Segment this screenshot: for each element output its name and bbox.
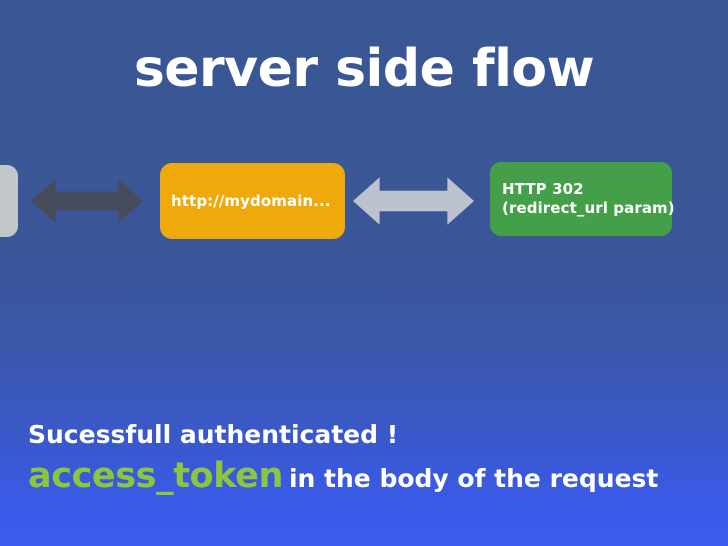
diagram-node-redirect-label-line1: HTTP 302 <box>502 179 584 198</box>
diagram-node-domain-label: http://mydomain... <box>171 192 331 210</box>
double-arrow-icon-right <box>353 177 474 225</box>
diagram-node-domain: http://mydomain... <box>160 163 345 239</box>
flow-diagram: http://mydomain... HTTP 302 (redirect_ur… <box>0 155 728 250</box>
caption-token-description: in the body of the request <box>288 464 659 493</box>
diagram-node-redirect-label-line2: (redirect_url param) <box>502 199 675 217</box>
diagram-node-client <box>0 165 18 237</box>
diagram-node-redirect: HTTP 302 (redirect_url param) <box>490 162 675 236</box>
slide-title: server side flow <box>133 39 595 99</box>
caption-success-text: Sucessfull authenticated ! <box>28 420 399 449</box>
caption-token-keyword: access_token <box>28 456 283 496</box>
double-arrow-icon-left <box>31 179 143 223</box>
